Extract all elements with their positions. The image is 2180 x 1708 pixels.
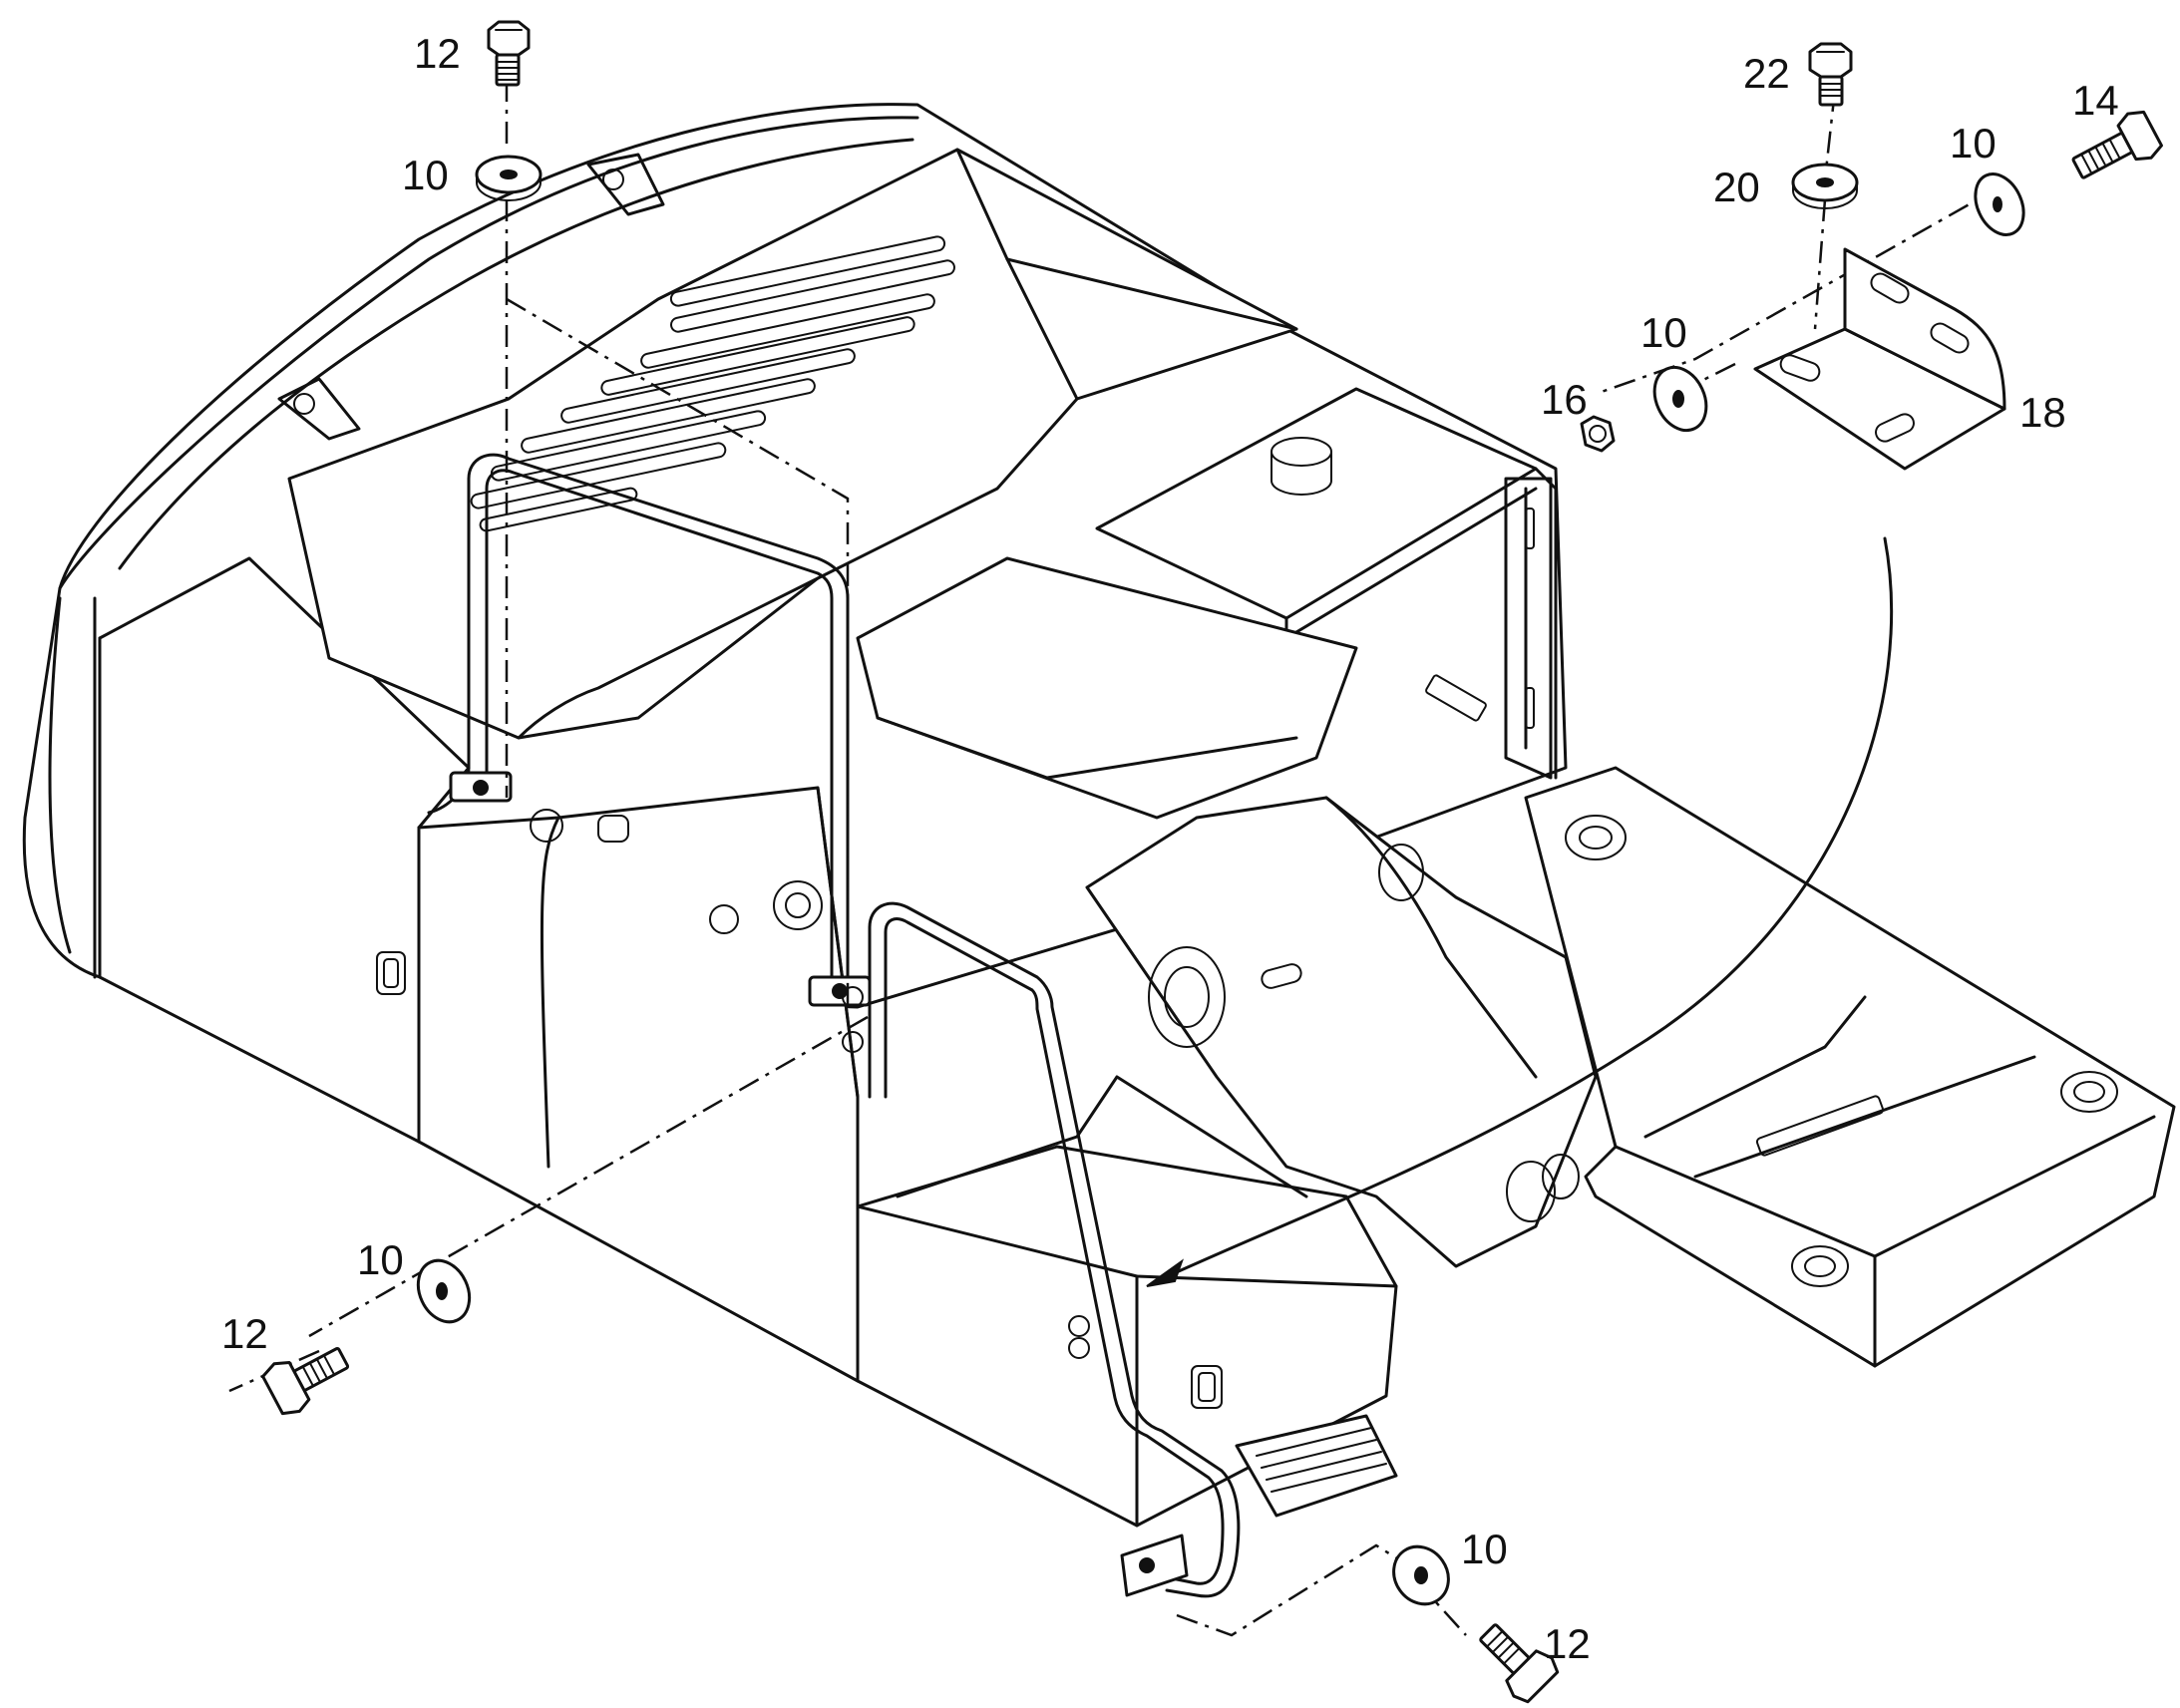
- nut-16-icon: [1580, 415, 1616, 453]
- bolt-12-bottom-icon: [1479, 1623, 1560, 1704]
- callout-16: 16: [1541, 376, 1588, 423]
- handrail-front: [842, 901, 1241, 1598]
- machine-upper-structure: [22, 103, 2176, 1528]
- callout-12-bottom: 12: [1544, 1620, 1591, 1667]
- callout-14: 14: [2072, 77, 2119, 124]
- callout-10-left: 10: [357, 1236, 404, 1283]
- bracket-18-icon: [1753, 247, 2006, 471]
- callout-labels: 12 10 22 20 14 10 10 16 18 10 12 10 12: [221, 30, 2119, 1667]
- detail-arrow: [1146, 536, 1894, 1287]
- washer-10-mid-icon: [1652, 365, 1708, 433]
- callout-10-right: 10: [1950, 120, 1997, 167]
- washer-10-top-icon: [475, 155, 543, 201]
- hood-louvres: [470, 235, 955, 532]
- callout-10-mid: 10: [1640, 309, 1687, 356]
- bolt-22-icon: [1808, 42, 1853, 107]
- callout-12-top: 12: [414, 30, 461, 77]
- callout-12-left: 12: [221, 1310, 268, 1357]
- washer-20-icon: [1791, 163, 1859, 209]
- handrail-left: [449, 453, 872, 1007]
- callout-20: 20: [1713, 164, 1760, 210]
- washer-10-left-icon: [416, 1258, 472, 1324]
- bolt-12-top-icon: [487, 20, 531, 87]
- washer-10-bottom-icon: [1392, 1544, 1450, 1606]
- callout-18: 18: [2019, 389, 2066, 436]
- bolt-14-icon: [2071, 110, 2163, 179]
- callout-10-bottom: 10: [1461, 1526, 1508, 1572]
- callout-22: 22: [1743, 50, 1790, 97]
- washer-10-right-icon: [1974, 172, 2025, 236]
- bolt-12-left-icon: [261, 1347, 350, 1416]
- callout-10-top: 10: [402, 152, 449, 198]
